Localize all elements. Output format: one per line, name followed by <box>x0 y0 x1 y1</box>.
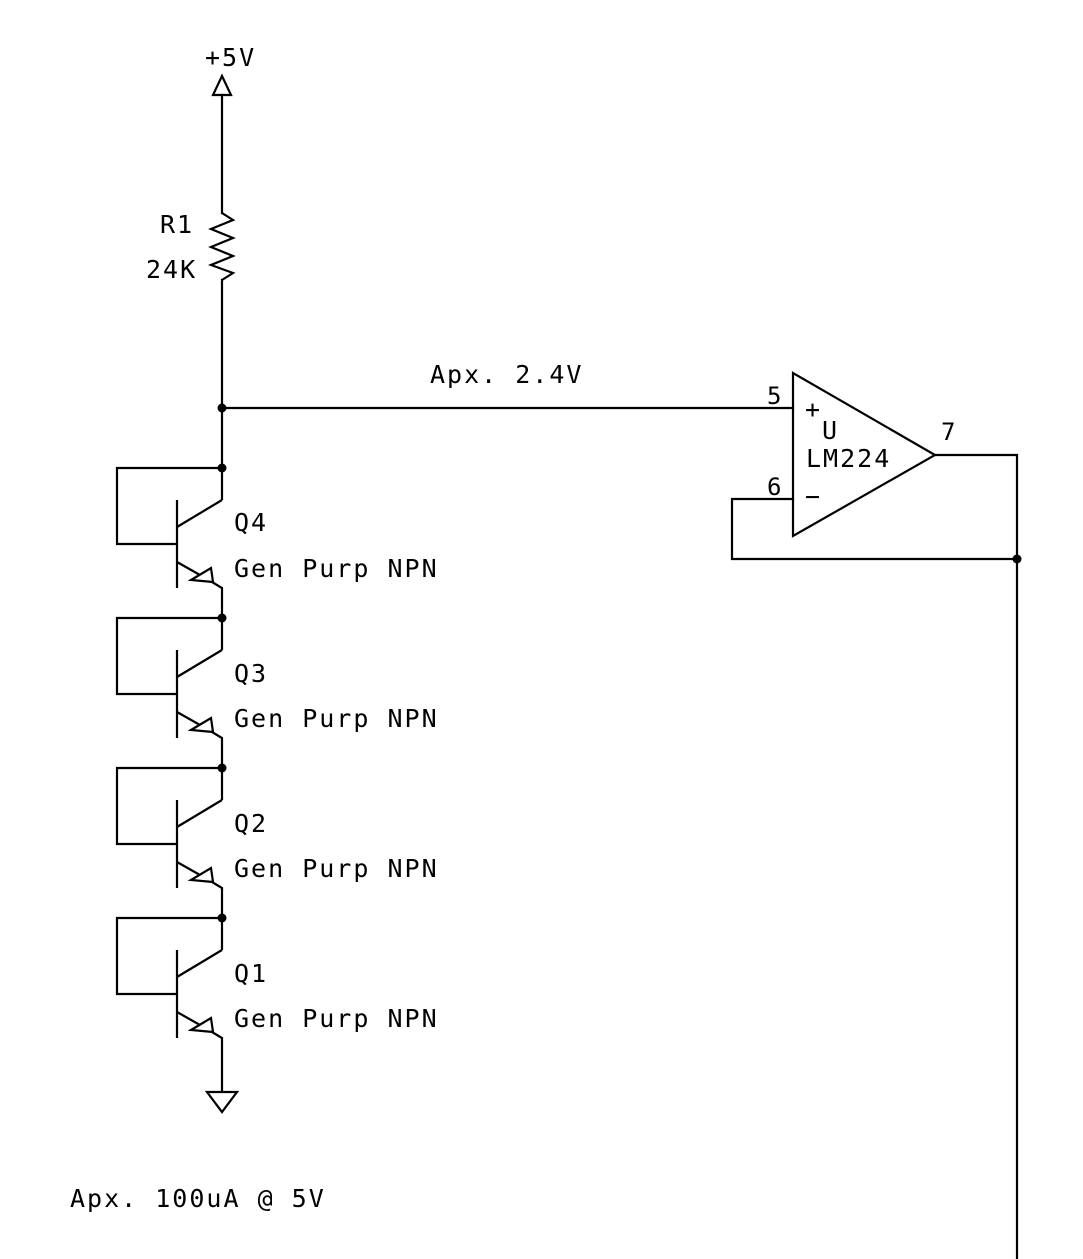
junction-output-feedback <box>1012 554 1022 564</box>
transistor-q2 <box>115 763 227 918</box>
wire-opamp-output <box>933 453 1019 1259</box>
opamp-pin-plus: 5 <box>767 382 781 410</box>
transistor-q4 <box>115 463 227 618</box>
resistor-ref: R1 <box>160 210 194 239</box>
opamp-minus-sign: − <box>805 482 822 511</box>
supply-label: +5V <box>205 43 256 72</box>
opamp-plus-sign: + <box>805 395 822 424</box>
ground-symbol <box>204 1090 240 1114</box>
transistor-q4-type: Gen Purp NPN <box>234 554 439 583</box>
current-note: Apx. 100uA @ 5V <box>70 1184 326 1213</box>
opamp-pin-out: 7 <box>941 418 955 446</box>
transistor-q1-type: Gen Purp NPN <box>234 1004 439 1033</box>
opamp-triangle <box>791 371 938 538</box>
resistor-r1-symbol <box>207 212 236 281</box>
transistor-q2-type: Gen Purp NPN <box>234 854 439 883</box>
transistor-q4-ref: Q4 <box>234 508 268 537</box>
transistor-q1-ref: Q1 <box>234 959 268 988</box>
opamp-ref: U <box>822 416 839 445</box>
transistor-q3-ref: Q3 <box>234 659 268 688</box>
node-voltage-label: Apx. 2.4V <box>430 360 583 389</box>
transistor-q3 <box>115 613 227 768</box>
transistor-q3-type: Gen Purp NPN <box>234 704 439 733</box>
transistor-q2-ref: Q2 <box>234 809 268 838</box>
wire-feedback <box>730 497 1019 561</box>
transistor-q1 <box>115 913 227 1092</box>
supply-arrow-symbol <box>211 73 233 97</box>
resistor-value: 24K <box>146 255 197 284</box>
opamp-part: LM224 <box>806 444 891 473</box>
opamp-pin-minus: 6 <box>767 473 781 501</box>
